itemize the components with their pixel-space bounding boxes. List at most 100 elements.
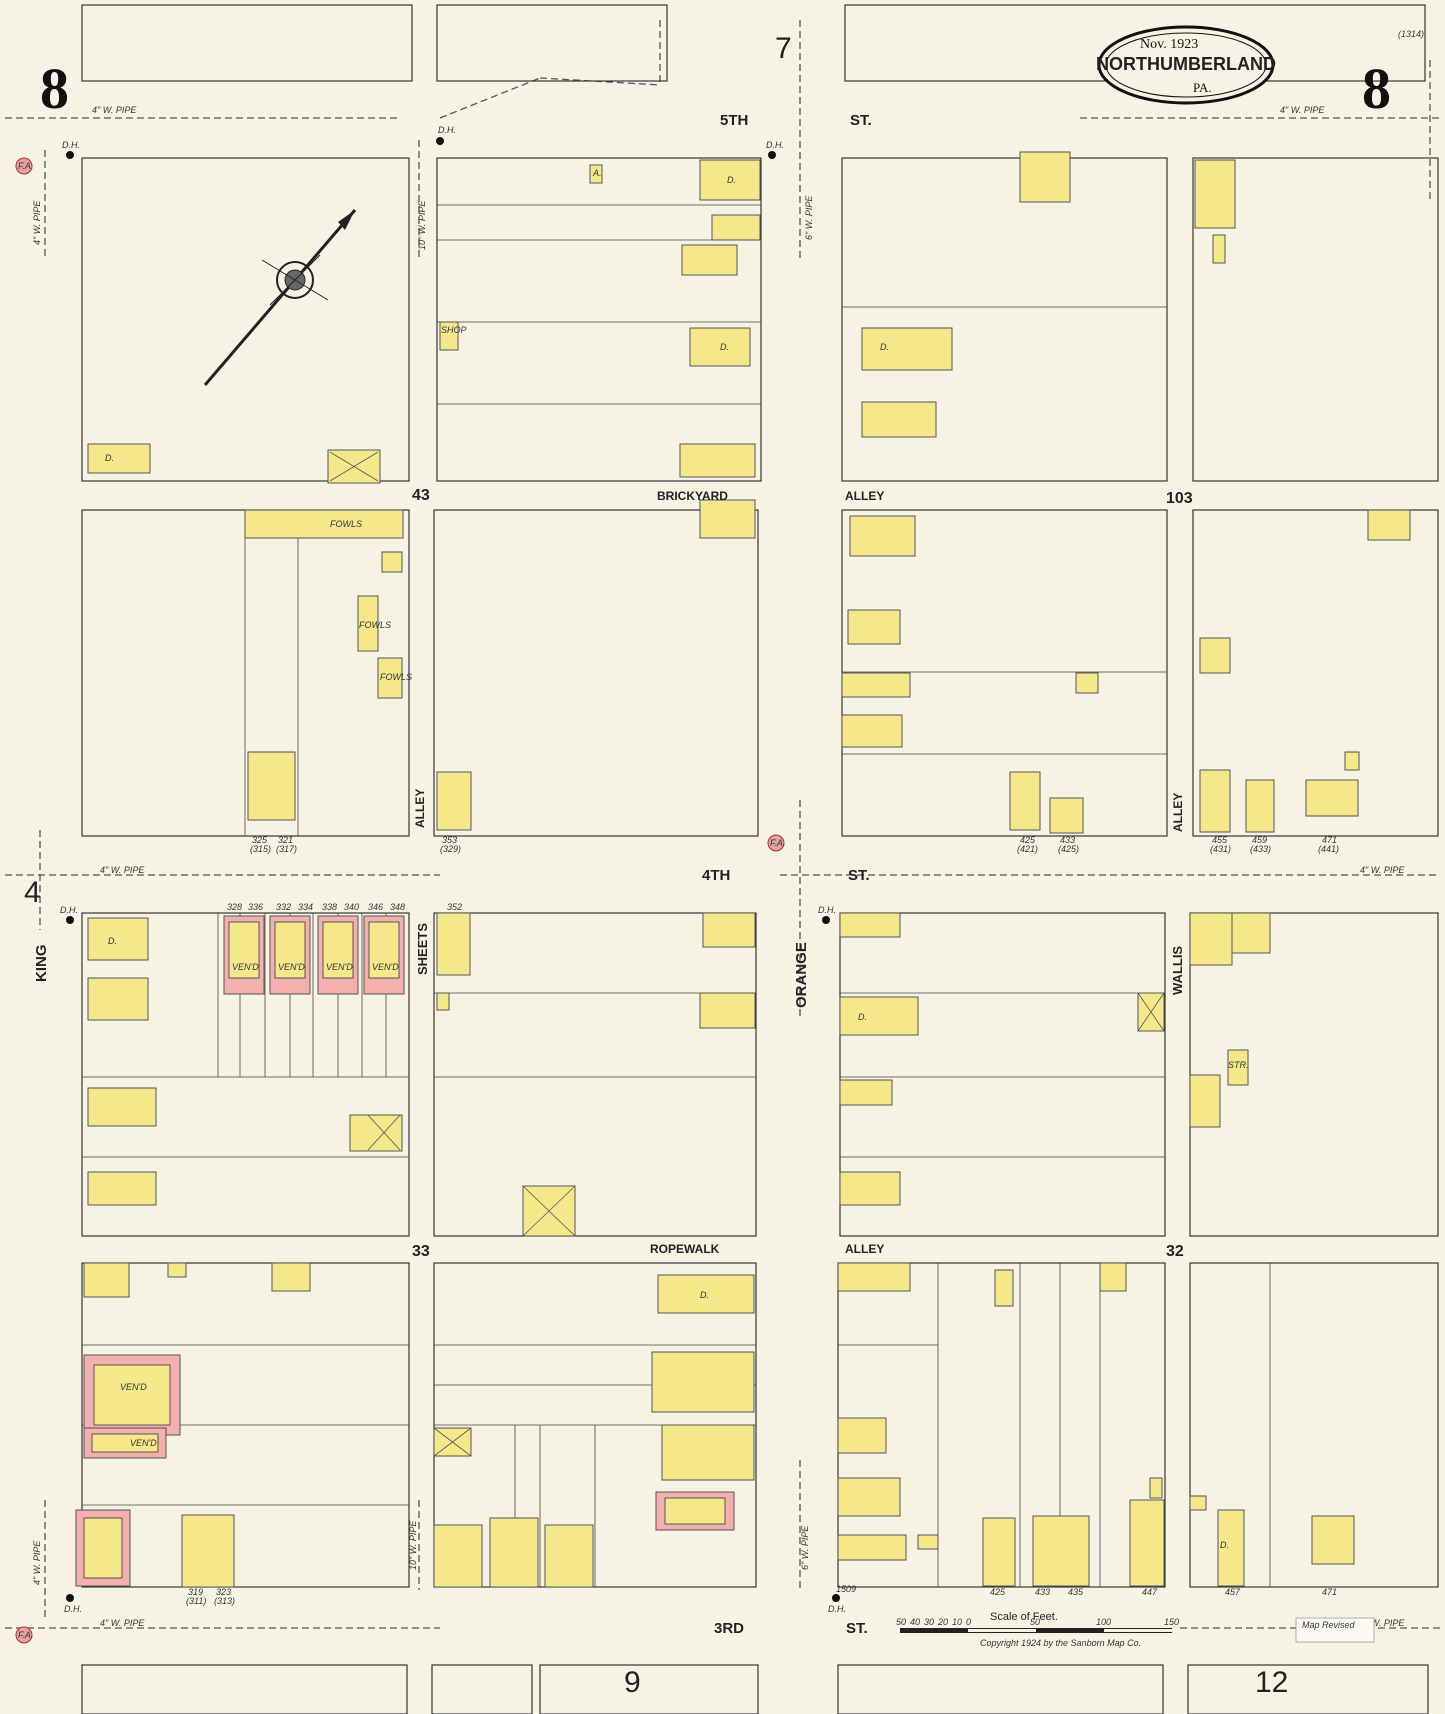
outbuilding xyxy=(1189,1495,1207,1511)
fire-alarm-marker xyxy=(15,1626,33,1644)
house-number: 340 xyxy=(344,902,359,912)
house-number: (431) xyxy=(1210,844,1231,854)
dwelling-core xyxy=(93,1364,171,1426)
house-number: 447 xyxy=(1142,1587,1158,1597)
street-brickyard: BRICKYARD xyxy=(657,489,728,503)
adjoining-block-bottom-3 xyxy=(539,1664,759,1714)
hydrant-label: D.H. xyxy=(438,125,456,135)
double-dwelling xyxy=(433,1524,483,1588)
hydrant-label: D.H. xyxy=(62,140,80,150)
fire-alarm-label: F.A. xyxy=(18,161,33,171)
building-mark-fowls: FOWLS xyxy=(359,620,391,630)
adjoining-block-top-1 xyxy=(81,4,413,82)
double-dwelling xyxy=(247,751,296,821)
house-number: 435 xyxy=(1068,1587,1084,1597)
street-sheets: SHEETS xyxy=(415,923,430,975)
hydrant-label: D.H. xyxy=(64,1604,82,1614)
pipe-label: 4" W. PIPE xyxy=(92,105,137,115)
building-mark-veneer: VEN'D xyxy=(326,962,353,972)
dwelling xyxy=(87,443,151,474)
house-number: 319 xyxy=(188,1587,203,1597)
block-ee-upper xyxy=(1192,157,1439,482)
dwelling xyxy=(689,327,751,367)
compass-rose-icon xyxy=(203,209,357,386)
dwelling xyxy=(1305,779,1359,817)
street-alley-north: ALLEY xyxy=(845,489,884,503)
hydrant-marker xyxy=(66,1594,74,1602)
street-3rd: 3RD xyxy=(714,1620,744,1637)
sheet-number-left: 8 xyxy=(40,56,69,121)
fire-alarm-marker xyxy=(15,157,33,175)
dwelling xyxy=(1199,637,1231,674)
house-number: 1509 xyxy=(836,1584,856,1594)
dwelling-core xyxy=(91,1433,159,1453)
hydrant-marker xyxy=(436,137,444,145)
store xyxy=(1227,1049,1249,1086)
dwelling xyxy=(1009,771,1041,831)
street-5th: 5TH xyxy=(720,112,748,129)
outbuilding xyxy=(1099,1262,1127,1292)
dwelling xyxy=(83,1262,130,1298)
building-mark-dwelling: D. xyxy=(880,342,889,352)
cartouche-town: NORTHUMBERLAND xyxy=(1096,54,1276,74)
house-number: 471 xyxy=(1322,1587,1337,1597)
building-mark-veneer: VEN'D xyxy=(372,962,399,972)
scale-tick: 20 xyxy=(937,1617,948,1627)
house-number: 336 xyxy=(248,902,263,912)
outbuilding xyxy=(1075,672,1099,694)
house-number: 332 xyxy=(276,902,291,912)
house-number: 433 xyxy=(1035,1587,1050,1597)
hydrant-marker xyxy=(66,151,74,159)
street-wallis: WALLIS xyxy=(1170,946,1185,995)
dwelling xyxy=(839,1079,893,1106)
building-mark-dwelling: D. xyxy=(727,175,736,185)
fowl-house xyxy=(244,509,404,539)
house-number: 433 xyxy=(1060,835,1075,845)
hydrant-marker xyxy=(832,1594,840,1602)
building-mark-dwelling: D. xyxy=(700,1290,709,1300)
block-nc-lower xyxy=(433,509,759,837)
dwelling xyxy=(87,977,149,1021)
pipe-label: 4" W. PIPE xyxy=(1280,105,1325,115)
dwelling xyxy=(436,912,471,976)
buildings xyxy=(75,151,1411,1588)
scale-tick: 100 xyxy=(1096,1617,1111,1627)
block-ee-lower xyxy=(1192,509,1439,837)
street-4th: 4TH xyxy=(702,867,730,884)
house-number: 459 xyxy=(1252,835,1267,845)
dwelling xyxy=(1199,769,1231,833)
scale-label: Scale of Feet. xyxy=(990,1611,1058,1623)
house-number: 471 xyxy=(1322,835,1337,845)
outbuilding xyxy=(167,1262,187,1278)
dwelling xyxy=(1049,797,1084,834)
scale-tick: 10 xyxy=(952,1617,962,1627)
hydrant-marker xyxy=(66,916,74,924)
dwelling xyxy=(1217,1509,1245,1587)
dwelling xyxy=(87,1171,157,1206)
dwelling xyxy=(847,609,901,645)
shop xyxy=(439,321,459,351)
dwelling-core xyxy=(368,921,400,979)
double-dwelling xyxy=(861,401,937,438)
adjoining-sheet-bottom-left: 9 xyxy=(624,1666,641,1699)
building-mark-veneer: VEN'D xyxy=(278,962,305,972)
scale-tick: 50 xyxy=(896,1617,906,1627)
pipe-label: 4" W. PIPE xyxy=(100,865,145,875)
dwelling xyxy=(699,992,756,1029)
house-number: 325 xyxy=(252,835,268,845)
building-mark-store: STR. xyxy=(1228,1060,1249,1070)
hydrant-label: D.H. xyxy=(766,140,784,150)
double-dwelling xyxy=(661,1424,755,1481)
house-number: 425 xyxy=(1020,835,1036,845)
dwelling xyxy=(837,1477,901,1517)
double-dwelling xyxy=(657,1274,755,1314)
dwelling xyxy=(1129,1499,1165,1587)
double-dwelling xyxy=(1032,1515,1090,1587)
adjoining-block-bottom-4 xyxy=(837,1664,1164,1714)
adjoining-sheet-bottom-right: 12 xyxy=(1255,1666,1288,1699)
outbuilding xyxy=(1367,509,1411,541)
adjoining-block-top-2 xyxy=(436,4,668,82)
dwelling-core xyxy=(274,921,306,979)
water-pipe-diagonal xyxy=(439,77,541,119)
house-number: 323 xyxy=(216,1587,231,1597)
